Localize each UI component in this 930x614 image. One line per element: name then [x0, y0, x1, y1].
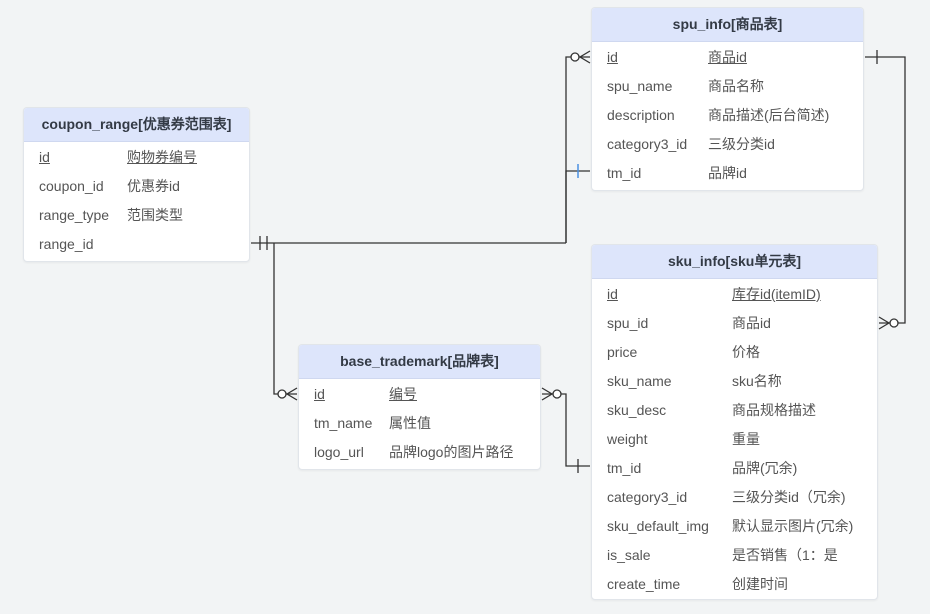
field-description: sku名称	[732, 373, 782, 389]
field-row[interactable]: id 购物券编号	[24, 143, 249, 172]
field-name: sku_name	[607, 373, 672, 389]
field-description: 品牌(冗余)	[732, 460, 798, 476]
field-description: 三级分类id	[708, 136, 775, 152]
field-name: id	[39, 149, 50, 165]
field-row[interactable]: sku_default_img 默认显示图片(冗余)	[592, 512, 877, 541]
crowsfoot-trademark-right	[541, 387, 554, 401]
field-name: sku_desc	[607, 402, 667, 418]
entity-base-trademark[interactable]: base_trademark[品牌表] id 编号 tm_name 属性值 logo_u…	[298, 344, 541, 470]
field-description: 三级分类id（冗余)	[732, 489, 846, 505]
field-name: range_id	[39, 236, 94, 252]
field-name: is_sale	[607, 547, 651, 563]
field-description: 范围类型	[127, 207, 183, 223]
rel-coupon-to-spu-id	[565, 56, 590, 243]
crowsfoot-trademark-left	[285, 387, 298, 401]
field-row[interactable]: tm_id 品牌(冗余)	[592, 454, 877, 483]
field-row[interactable]: sku_desc 商品规格描述	[592, 396, 877, 425]
field-name: tm_id	[607, 165, 642, 181]
rel-coupon-to-trademark	[273, 243, 297, 395]
field-description: 是否销售（1：是	[732, 547, 838, 563]
field-row[interactable]: id 库存id(itemID)	[592, 280, 877, 309]
field-row[interactable]: spu_id 商品id	[592, 309, 877, 338]
entity-coupon-range[interactable]: coupon_range[优惠券范围表] id 购物券编号 coupon_id 优惠券…	[23, 107, 250, 262]
field-name: create_time	[607, 576, 681, 592]
field-row[interactable]: category3_id 三级分类id（冗余)	[592, 483, 877, 512]
zero-marker-trademark-left	[277, 389, 287, 399]
field-description: 品牌logo的图片路径	[389, 444, 514, 460]
field-description: 商品id	[732, 315, 771, 331]
field-name: description	[607, 107, 675, 123]
field-name: range_type	[39, 207, 110, 223]
field-row[interactable]: category3_id 三级分类id	[592, 130, 863, 159]
field-description: 品牌id	[708, 165, 747, 181]
field-row[interactable]: range_id	[24, 230, 249, 259]
field-name: weight	[607, 431, 648, 447]
entity-title: spu_info[商品表]	[592, 8, 863, 42]
field-name: price	[607, 344, 638, 360]
field-description: 创建时间	[732, 576, 788, 592]
field-name: id	[314, 386, 325, 402]
field-name: category3_id	[607, 489, 688, 505]
rel-sku-to-trademark	[542, 393, 590, 467]
field-row[interactable]: tm_id 品牌id	[592, 159, 863, 188]
field-name: spu_id	[607, 315, 649, 331]
field-description: 重量	[732, 431, 760, 447]
field-name: id	[607, 49, 618, 65]
entity-sku-info[interactable]: sku_info[sku单元表] id 库存id(itemID) spu_id 商品i…	[591, 244, 878, 600]
field-name: tm_id	[607, 460, 642, 476]
field-row[interactable]: range_type 范围类型	[24, 201, 249, 230]
field-name: id	[607, 286, 618, 302]
field-row[interactable]: id 商品id	[592, 43, 863, 72]
field-row[interactable]: tm_name 属性值	[299, 409, 540, 438]
crowsfoot-spu-id	[578, 50, 591, 64]
entity-rows: id 编号 tm_name 属性值 logo_url 品牌logo的图片路径	[299, 379, 540, 467]
field-description: 购物券编号	[127, 149, 197, 165]
field-name: category3_id	[607, 136, 688, 152]
field-row[interactable]: description 商品描述(后台简述)	[592, 101, 863, 130]
field-row[interactable]: logo_url 品牌logo的图片路径	[299, 438, 540, 467]
zero-marker-trademark-right	[552, 389, 562, 399]
field-description: 编号	[389, 386, 417, 402]
field-name: spu_name	[607, 78, 673, 94]
field-row[interactable]: coupon_id 优惠券id	[24, 172, 249, 201]
field-row[interactable]: id 编号	[299, 380, 540, 409]
field-description: 库存id(itemID)	[732, 286, 821, 302]
rel-coupon-to-spu-tmid	[565, 170, 590, 243]
field-description: 商品名称	[708, 78, 764, 94]
zero-marker-sku-spuid	[889, 318, 899, 328]
field-name: sku_default_img	[607, 518, 709, 534]
field-row[interactable]: price 价格	[592, 338, 877, 367]
entity-title: coupon_range[优惠券范围表]	[24, 108, 249, 142]
field-description: 价格	[732, 344, 760, 360]
field-name: tm_name	[314, 415, 373, 431]
field-description: 默认显示图片(冗余)	[732, 518, 854, 534]
field-row[interactable]: spu_name 商品名称	[592, 72, 863, 101]
entity-title: base_trademark[品牌表]	[299, 345, 540, 379]
field-name: coupon_id	[39, 178, 104, 194]
crowsfoot-sku-spuid	[878, 316, 891, 330]
field-row[interactable]: is_sale 是否销售（1：是	[592, 541, 877, 570]
entity-title: sku_info[sku单元表]	[592, 245, 877, 279]
field-description: 属性值	[389, 415, 431, 431]
field-description: 商品id	[708, 49, 747, 65]
field-row[interactable]: sku_name sku名称	[592, 367, 877, 396]
field-row[interactable]: create_time 创建时间	[592, 570, 877, 599]
field-description: 优惠券id	[127, 178, 180, 194]
field-description: 商品规格描述	[732, 402, 816, 418]
field-name: logo_url	[314, 444, 364, 460]
field-description: 商品描述(后台简述)	[708, 107, 830, 123]
zero-marker-spu-id	[570, 52, 580, 62]
entity-rows: id 商品id spu_name 商品名称 description 商品描述(后台简述) c…	[592, 42, 863, 188]
entity-spu-info[interactable]: spu_info[商品表] id 商品id spu_name 商品名称 descript…	[591, 7, 864, 191]
field-row[interactable]: weight 重量	[592, 425, 877, 454]
